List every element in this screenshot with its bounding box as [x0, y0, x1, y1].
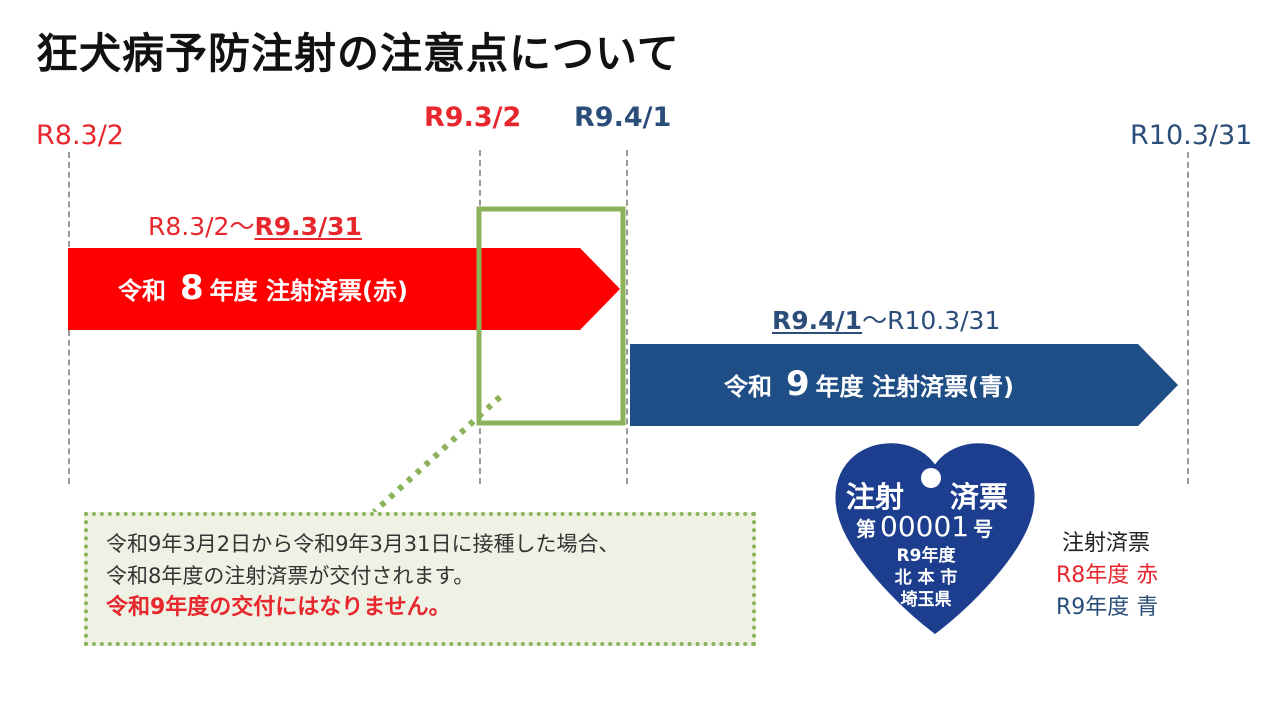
note-warning: 令和9年度の交付にはなりません。 [106, 595, 451, 620]
tag-year: R9年度 [896, 546, 956, 566]
range-r9-end: ～R10.3/31 [862, 306, 1001, 335]
timeline-line-r10-3-31 [1187, 152, 1189, 484]
highlight-connector [371, 394, 503, 515]
range-r8-start: R8.3/2～ [148, 212, 255, 241]
date-label-r9-4-1: R9.4/1 [574, 102, 672, 133]
bar-r8-shape [68, 248, 620, 330]
bar-r8-arrow [68, 248, 620, 330]
date-label-r8-3-2: R8.3/2 [36, 120, 124, 151]
range-r9-start: R9.4/1 [772, 306, 863, 335]
date-label-r9-3-2: R9.3/2 [424, 102, 522, 133]
range-label-r9: R9.4/1～R10.3/31 [772, 308, 1000, 333]
tag-heart-icon [832, 440, 1038, 638]
highlight-overlay [371, 206, 626, 515]
range-label-r8: R8.3/2～R9.3/31 [148, 214, 362, 239]
tag-line-1a: 注射 [846, 480, 905, 514]
legend-r9: R9年度 青 [1056, 595, 1159, 620]
bar-r8-year: 8 [180, 268, 204, 308]
page-title: 狂犬病予防注射の注意点について [36, 29, 680, 78]
bar-r9-year: 9 [786, 364, 810, 404]
bar-r9-arrow [630, 344, 1178, 426]
bar-r9-suffix: 年度 注射済票(青) [815, 373, 1014, 401]
tag-number-suffix: 号 [973, 517, 994, 541]
range-r8-end: R9.3/31 [254, 212, 362, 241]
bar-r9-prefix: 令和 [724, 373, 772, 401]
legend: 注射済票 R8年度 赤 R9年度 青 [1056, 528, 1158, 624]
tag-hole [921, 468, 941, 488]
bar-r8-suffix: 年度 注射済票(赤) [209, 277, 408, 305]
note-box: 令和9年3月2日から令和9年3月31日に接種した場合、 令和8年度の注射済票が交… [84, 512, 756, 646]
date-label-r10-3-31: R10.3/31 [1130, 120, 1253, 151]
legend-r8: R8年度 赤 [1056, 563, 1159, 588]
tag-number-prefix: 第 [856, 517, 876, 541]
timeline-line-r9-4-1 [626, 150, 628, 484]
note-line-2: 令和8年度の注射済票が交付されます。 [106, 564, 475, 588]
bar-r9-shape [630, 344, 1178, 426]
note-line-1: 令和9年3月2日から令和9年3月31日に接種した場合、 [106, 532, 620, 556]
tag-city: 北 本 市 [894, 568, 958, 588]
legend-title: 注射済票 [1062, 531, 1151, 556]
highlight-period-box [476, 206, 626, 426]
tag-body [832, 440, 1038, 638]
tag-line-1b: 済票 [950, 480, 1009, 514]
tag-number: 00001 [880, 510, 970, 543]
tag-prefecture: 埼玉県 [900, 590, 952, 610]
bar-r8-prefix: 令和 [118, 277, 166, 305]
